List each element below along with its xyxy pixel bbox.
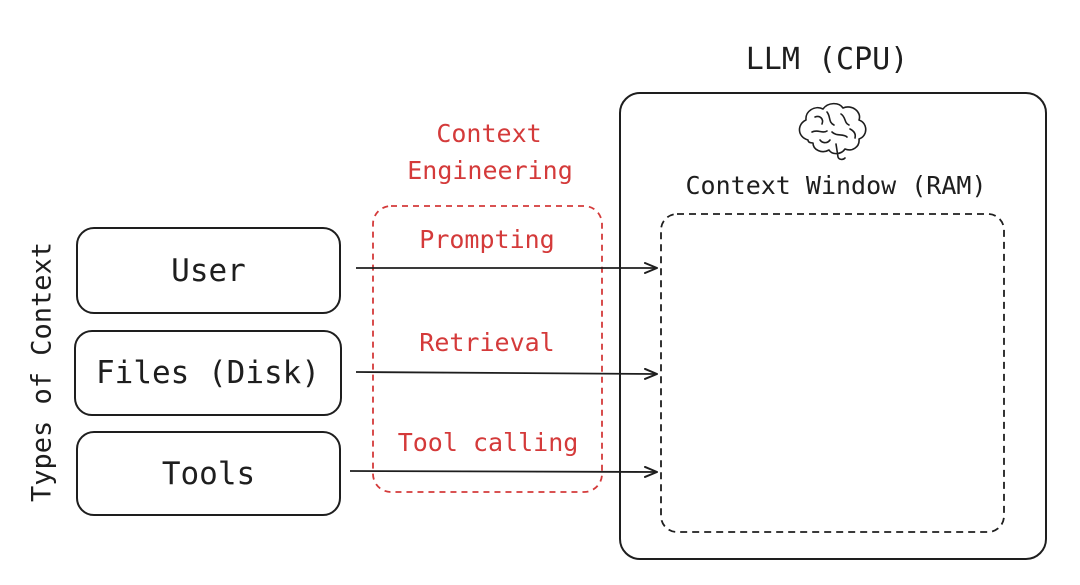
files-disk-box: Files (Disk) <box>74 330 342 416</box>
types-of-context-label: Types of Context <box>26 241 58 503</box>
context-engineering-title-line1: Context <box>436 119 542 148</box>
files-disk-label: Files (Disk) <box>96 355 320 391</box>
tool-calling-label: Tool calling <box>397 428 579 457</box>
context-engineering-title-line2: Engineering <box>407 156 573 185</box>
llm-box <box>619 92 1047 560</box>
tools-label: Tools <box>161 455 256 492</box>
prompting-label: Prompting <box>419 225 555 254</box>
context-window-label: Context Window (RAM) <box>685 171 987 200</box>
arrow-tools-to-context-window <box>349 465 658 478</box>
user-box: User <box>76 227 341 314</box>
context-engineering-container <box>372 205 603 493</box>
llm-title: LLM (CPU) <box>745 42 909 77</box>
brain-icon <box>798 102 867 161</box>
tools-box: Tools <box>76 431 341 516</box>
arrow-files-to-context-window <box>355 367 658 380</box>
user-label: User <box>171 252 246 289</box>
retrieval-label: Retrieval <box>419 328 555 357</box>
context-window-box <box>660 213 1005 533</box>
